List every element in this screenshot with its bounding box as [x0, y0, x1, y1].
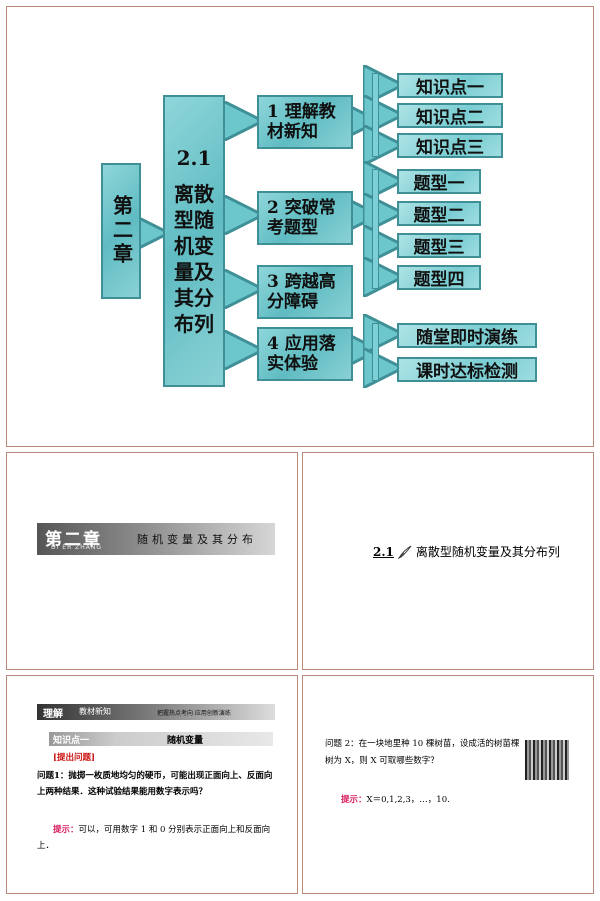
leaf-type-2[interactable]: 题型二 — [397, 201, 481, 226]
hint-2: 提示：X＝0,1,2,3，…，10. — [341, 792, 571, 809]
leaf-test[interactable]: 课时达标检测 — [397, 357, 537, 382]
leaf-type-4[interactable]: 题型四 — [397, 265, 481, 290]
leaf-label: 知识点三 — [416, 138, 484, 158]
kp-name: 随机变量 — [167, 736, 204, 746]
kp-tag: 知识点一 — [53, 736, 90, 746]
knowledge-point-bar: 知识点一 随机变量 — [49, 732, 273, 746]
bracket-1 — [372, 73, 379, 157]
leaf-label: 题型三 — [413, 238, 465, 258]
topic-box-3[interactable]: 3 跨越高分障碍 — [257, 265, 353, 319]
bracket-4 — [372, 323, 379, 381]
topic-label-3: 3 跨越高分障碍 — [267, 271, 336, 312]
topic-label-1: 1 理解教材新知 — [267, 101, 336, 142]
topic-box-2[interactable]: 2 突破常考题型 — [257, 191, 353, 245]
hint-label: 提示： — [53, 825, 79, 835]
tree-photo — [525, 740, 569, 780]
raise-question-label: [提出问题] — [53, 750, 293, 766]
topic-label-2: 2 突破常考题型 — [267, 197, 336, 238]
leaf-label: 课时达标检测 — [416, 362, 518, 382]
connector-arrows — [7, 7, 594, 447]
section-number: 2.1 — [373, 544, 394, 559]
slide-section-title: 2.1 离散型随机变量及其分布列 — [302, 452, 594, 670]
leaf-knowledge-2[interactable]: 知识点二 — [397, 103, 503, 128]
header-nav: 把握热点考向 应用创新演练 — [157, 710, 231, 717]
leaf-type-1[interactable]: 题型一 — [397, 169, 481, 194]
slide-chapter-cover: 第二章 DI ER ZHANG 随机变量及其分布 — [6, 452, 298, 670]
section-heading: 2.1 离散型随机变量及其分布列 — [373, 543, 560, 560]
hint-text: X＝0,1,2,3，…，10. — [366, 795, 450, 805]
header-subtab: 教材新知 — [79, 707, 111, 716]
leaf-label: 题型四 — [413, 270, 465, 290]
leaf-type-3[interactable]: 题型三 — [397, 233, 481, 258]
topic-label-4: 4 应用落实体验 — [267, 333, 336, 374]
leaf-knowledge-3[interactable]: 知识点三 — [397, 133, 503, 158]
section-box[interactable]: 2.1 离散型随机变量及其分布列 — [163, 95, 225, 387]
chapter-banner: 第二章 DI ER ZHANG 随机变量及其分布 — [37, 523, 275, 555]
chapter-box[interactable]: 第二章 — [101, 163, 141, 299]
question-1: 问题1：抛掷一枚质地均匀的硬币，可能出现正面向上、反面向上两种结果．这种试验结果… — [37, 771, 273, 798]
header-tab: 理解 — [43, 709, 63, 720]
hint-text: 可以，可用数字 1 和 0 分别表示正面向上和反面向上． — [37, 825, 271, 852]
bracket-2 — [372, 169, 379, 289]
leaf-label: 题型二 — [413, 206, 465, 226]
section-title: 离散型随机变量及其分布列 — [415, 545, 560, 559]
leaf-practice[interactable]: 随堂即时演练 — [397, 323, 537, 348]
question-2: 问题 2：在一块地里种 10 棵树苗，设成活的树苗棵树为 X，则 X 可取哪些数… — [325, 739, 520, 766]
quill-icon — [397, 545, 412, 559]
leaf-label: 随堂即时演练 — [416, 328, 518, 348]
leaf-label: 知识点一 — [416, 78, 484, 98]
leaf-label: 知识点二 — [416, 108, 484, 128]
hint-1: 提示：可以，可用数字 1 和 0 分别表示正面向上和反面向上． — [37, 822, 277, 854]
leaf-label: 题型一 — [413, 174, 465, 194]
section-title: 离散型随机变量及其分布列 — [174, 181, 214, 336]
topic-box-1[interactable]: 1 理解教材新知 — [257, 95, 353, 149]
slide-outline: 第二章 2.1 离散型随机变量及其分布列 1 理解教材新知 2 突破常考题型 3… — [6, 6, 594, 447]
raise-text: [提出问题] — [53, 753, 96, 763]
hint-label: 提示： — [341, 795, 367, 805]
slide-header: 理解 教材新知 把握热点考向 应用创新演练 — [37, 704, 275, 720]
chapter-label: 第二章 — [109, 195, 134, 267]
chapter-title: 随机变量及其分布 — [137, 533, 257, 546]
slide-question-2: 问题 2：在一块地里种 10 棵树苗，设成活的树苗棵树为 X，则 X 可取哪些数… — [302, 675, 594, 894]
section-number: 2.1 — [176, 145, 212, 170]
leaf-knowledge-1[interactable]: 知识点一 — [397, 73, 503, 98]
slide-knowledge-point: 理解 教材新知 把握热点考向 应用创新演练 知识点一 随机变量 [提出问题] 问… — [6, 675, 298, 894]
chapter-big: 第二章 — [45, 530, 102, 550]
chapter-pinyin: DI ER ZHANG — [51, 544, 103, 551]
topic-box-4[interactable]: 4 应用落实体验 — [257, 327, 353, 381]
